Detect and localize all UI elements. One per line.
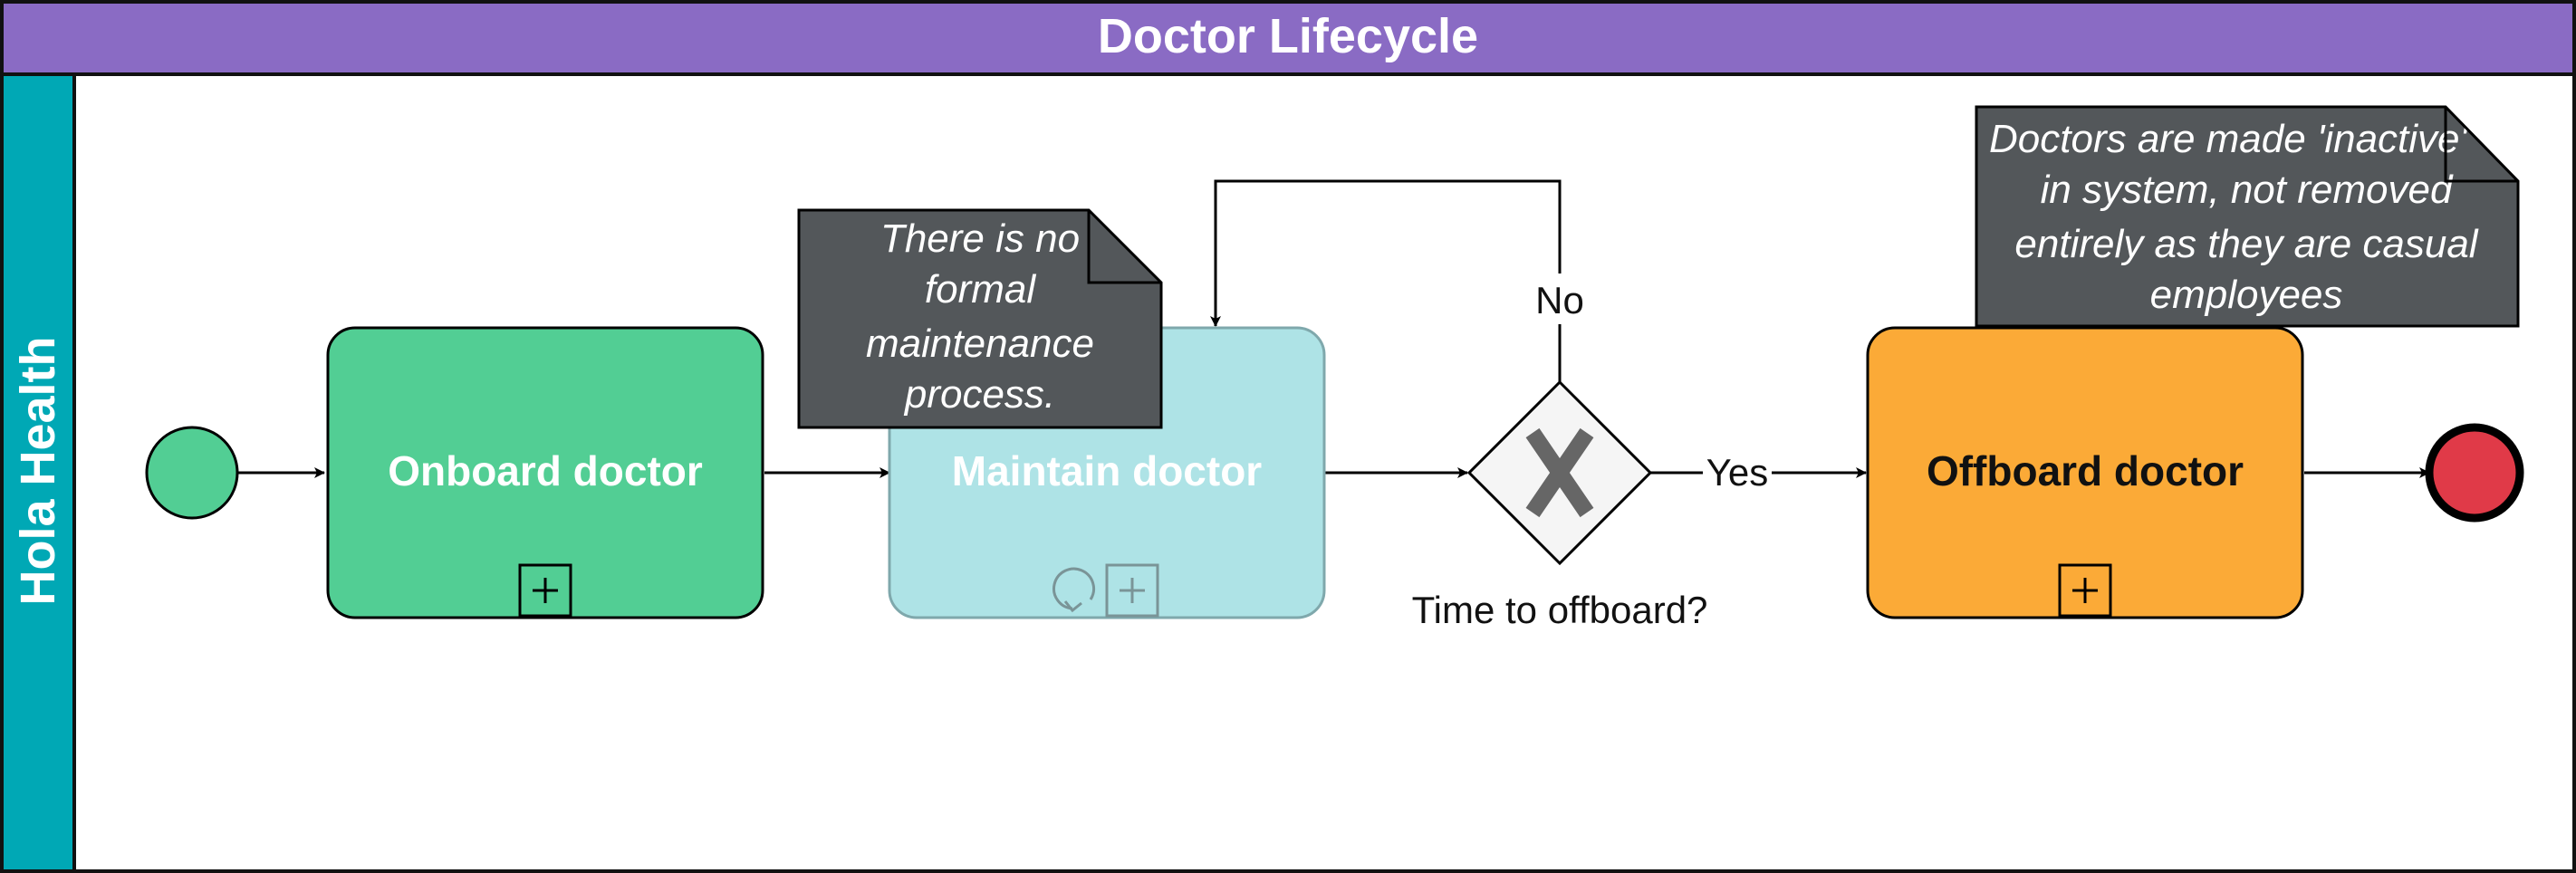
annotation-inactive-line-1: Doctors are made 'inactive' [1989,117,2469,161]
gateway-no-label: No [1535,279,1584,321]
annotation-maintenance: There is no formal maintenance process. [797,208,1163,429]
annotation-maintenance-line-4: process. [903,372,1055,417]
title-bar-background [0,0,2576,76]
task-maintain-label: Maintain doctor [952,447,1263,494]
lane-header-background [0,72,76,873]
annotation-inactive-line-3: entirely as they are casual [2014,222,2478,266]
annotation-inactive: Doctors are made 'inactive' in system, n… [1976,107,2518,326]
lane-label: Hola Health [11,336,65,605]
subprocess-plus-icon [518,563,572,618]
pool-title-bar: Doctor Lifecycle [0,0,2576,76]
task-offboard-box[interactable] [1866,326,2304,619]
gateway-yes-label: Yes [1706,451,1769,494]
loop-icon [1053,567,1095,613]
annotation-maintenance-line-2: formal [925,267,1036,312]
lane-header: Hola Health [0,72,76,873]
task-onboard-label: Onboard doctor [388,447,703,494]
yes-label-background [1703,449,1772,496]
annotation-maintenance-fold [1087,210,1161,284]
exclusive-gateway[interactable] [1466,379,1653,566]
subprocess-plus-icon [2058,563,2112,618]
start-event[interactable] [145,426,239,520]
task-offboard-label: Offboard doctor [1927,447,2244,494]
annotation-maintenance-box [797,208,1163,429]
task-offboard-doctor[interactable]: Offboard doctor [1866,326,2304,619]
end-event[interactable] [2425,423,2524,523]
annotation-inactive-line-2: in system, not removed [2041,168,2454,212]
gateway-question-label: Time to offboard? [1412,589,1708,631]
pool-title: Doctor Lifecycle [1098,9,1478,63]
subprocess-plus-icon [1105,563,1159,618]
no-label-background [1525,273,1594,324]
task-onboard-doctor[interactable]: Onboard doctor [326,326,764,619]
annotation-inactive-box [1976,107,2518,326]
annotation-inactive-line-4: employees [2150,273,2343,317]
annotation-inactive-outline [1975,105,2520,328]
task-onboard-box[interactable] [326,326,764,619]
annotation-maintenance-line-1: There is no [880,216,1080,261]
gateway-x-icon [1525,427,1594,518]
annotation-inactive-fold [2444,107,2518,183]
annotation-maintenance-line-3: maintenance [866,321,1094,366]
